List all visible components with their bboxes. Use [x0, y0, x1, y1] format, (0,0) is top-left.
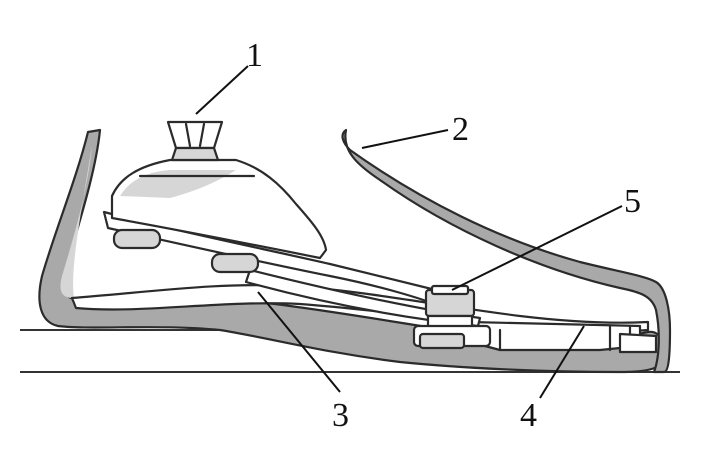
foot-body [110, 158, 328, 260]
leader-line-1 [195, 65, 249, 115]
leader-line-5 [451, 205, 623, 291]
pyramid-adapter [166, 120, 224, 162]
callout-label-3: 3 [332, 397, 349, 434]
callout-label-4: 4 [520, 397, 537, 434]
leader-line-3 [257, 291, 341, 393]
shoe-upper [341, 128, 672, 374]
leader-line-4 [539, 325, 585, 399]
callout-label-2: 2 [452, 111, 469, 148]
callout-label-5: 5 [624, 183, 641, 220]
heel-bumper-front [210, 252, 260, 274]
heel-bumper-rear [112, 228, 162, 250]
bolt-assembly [412, 284, 492, 350]
callout-label-1: 1 [246, 37, 263, 74]
leader-line-2 [361, 129, 449, 149]
forefoot-sole-block [468, 320, 658, 354]
shell-inner-highlight [60, 145, 92, 298]
